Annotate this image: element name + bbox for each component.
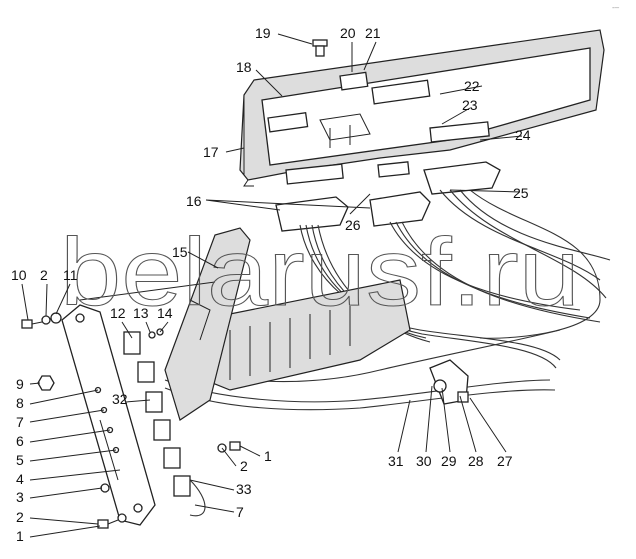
- callout-26: 26: [345, 217, 361, 233]
- callout-7: 7: [16, 414, 24, 430]
- callout-30: 30: [416, 453, 432, 469]
- callout-14: 14: [157, 305, 173, 321]
- leader-lines: [21, 33, 523, 538]
- clamp: [429, 359, 469, 405]
- callout-6: 6: [16, 433, 24, 449]
- callout-2b: 2: [16, 509, 24, 525]
- corner-mark: -–: [612, 3, 620, 12]
- callout-12: 12: [110, 305, 126, 321]
- callout-4: 4: [16, 471, 24, 487]
- callout-2c: 2: [240, 458, 248, 474]
- callout-15: 15: [172, 244, 188, 260]
- callout-32: 32: [112, 391, 128, 407]
- callout-27: 27: [497, 453, 513, 469]
- callout-1: 1: [16, 528, 24, 544]
- callout-17: 17: [203, 144, 219, 160]
- callout-18: 18: [236, 59, 252, 75]
- callout-28: 28: [468, 453, 484, 469]
- callout-19: 19: [255, 25, 271, 41]
- upper-panel: [239, 29, 605, 187]
- callout-20: 20: [340, 25, 356, 41]
- mounting-bracket: [61, 304, 156, 526]
- callout-1b: 1: [264, 448, 272, 464]
- connectors: [275, 121, 501, 232]
- callout-21: 21: [365, 25, 381, 41]
- callout-31: 31: [388, 453, 404, 469]
- callout-3: 3: [16, 489, 24, 505]
- callout-23: 23: [462, 97, 478, 113]
- callout-7b: 7: [236, 504, 244, 520]
- callout-11: 11: [63, 267, 78, 283]
- callout-9: 9: [16, 376, 24, 392]
- lower-panel: [164, 227, 411, 421]
- callout-10: 10: [11, 267, 27, 283]
- callout-33: 33: [236, 481, 252, 497]
- watermark: belarusf.ru: [60, 219, 580, 326]
- callout-8: 8: [16, 395, 24, 411]
- callout-5: 5: [16, 452, 24, 468]
- callout-24: 24: [515, 127, 531, 143]
- callout-2: 2: [40, 267, 48, 283]
- callout-29: 29: [441, 453, 457, 469]
- callout-22: 22: [464, 78, 480, 94]
- callout-13: 13: [133, 305, 149, 321]
- callout-25: 25: [513, 185, 529, 201]
- screw-19: [312, 39, 328, 57]
- callout-16: 16: [186, 193, 202, 209]
- switch-stack: [123, 331, 206, 517]
- callout-labels: 19 20 21 18 22 23 24 17 16 25 26 15 10 2…: [11, 25, 531, 544]
